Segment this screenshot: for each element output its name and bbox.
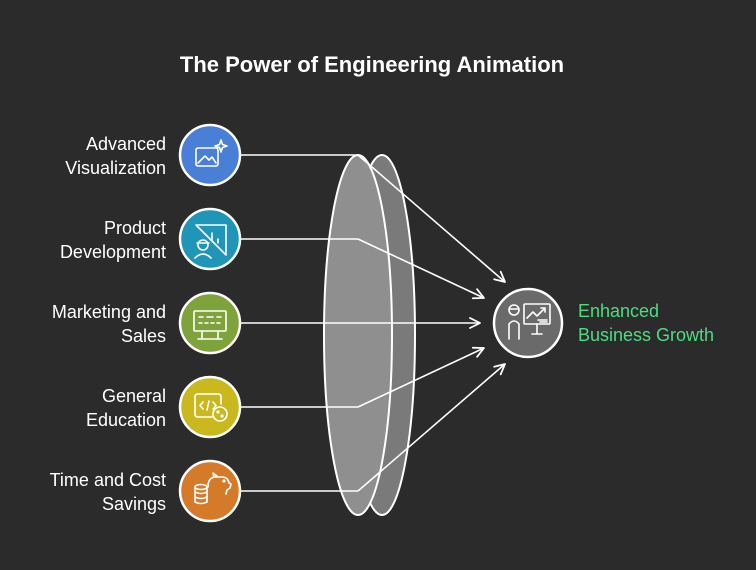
- output-node: [492, 287, 564, 359]
- label-line-1: Marketing and: [51, 302, 166, 322]
- label-general-education: General Education: [0, 384, 166, 432]
- code-cookie-icon: [194, 393, 228, 422]
- input-node-general-education: [178, 375, 242, 439]
- input-node-time-and-cost-savings: [178, 459, 242, 523]
- arrow-1: [357, 154, 506, 283]
- engineer-ruler-icon: [194, 224, 227, 259]
- input-circle-3: [178, 291, 242, 355]
- label-line-2: Education: [85, 410, 166, 430]
- label-line-2: Sales: [120, 326, 166, 346]
- label-line-2: Visualization: [65, 158, 166, 178]
- connectors: [240, 154, 506, 492]
- output-circle: [492, 287, 564, 359]
- input-node-product-development: [178, 207, 242, 271]
- lens-icon: [323, 154, 416, 516]
- input-circle-4: [178, 375, 242, 439]
- presenter-chart-icon: [508, 303, 551, 340]
- input-node-marketing-and-sales: [178, 291, 242, 355]
- image-sparkle-icon: [195, 139, 228, 167]
- label-marketing-and-sales: Marketing and Sales: [0, 300, 166, 348]
- output-label-line-2: Business Growth: [578, 325, 715, 345]
- label-line-1: Advanced: [85, 134, 166, 154]
- input-circle-5: [178, 459, 242, 523]
- label-product-development: Product Development: [0, 216, 166, 264]
- arrow-5: [357, 363, 506, 492]
- input-circle-1: [178, 123, 242, 187]
- output-label-enhanced-business-growth: Enhanced Business Growth: [578, 299, 753, 347]
- label-line-2: Savings: [101, 494, 166, 514]
- label-line-2: Development: [59, 242, 166, 262]
- label-line-1: General: [101, 386, 166, 406]
- label-time-and-cost-savings: Time and Cost Savings: [0, 468, 166, 516]
- billboard-icon: [193, 310, 227, 340]
- piggy-bank-coins-icon: [194, 472, 232, 505]
- diagram-title: The Power of Engineering Animation: [179, 52, 565, 77]
- output-label-line-1: Enhanced: [578, 301, 660, 321]
- label-advanced-visualization: Advanced Visualization: [0, 132, 166, 180]
- label-line-1: Product: [103, 218, 166, 238]
- arrow-4: [357, 346, 485, 408]
- input-node-advanced-visualization: [178, 123, 242, 187]
- label-line-1: Time and Cost: [49, 470, 166, 490]
- arrow-2: [357, 238, 485, 300]
